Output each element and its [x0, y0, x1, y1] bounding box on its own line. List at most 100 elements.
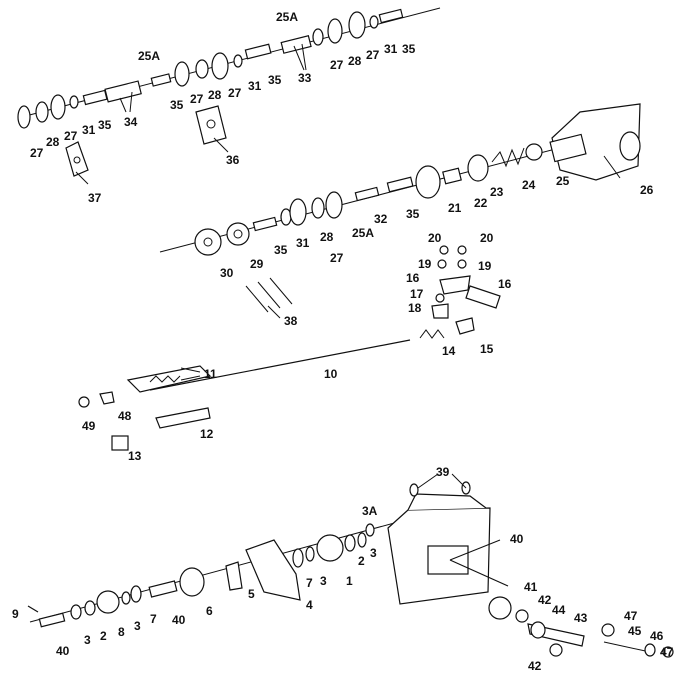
label-31: 31 — [384, 42, 398, 56]
bushing-2-b — [344, 534, 356, 552]
gear-1 — [316, 534, 344, 562]
bracket-37 — [65, 141, 89, 177]
label-47: 47 — [660, 645, 674, 659]
washer-47-b — [662, 646, 674, 658]
tube-34 — [104, 80, 142, 103]
collar-31-left — [69, 95, 79, 109]
label-42: 42 — [528, 659, 542, 673]
part-labels: 25A 35 31 27 28 27 33 35 31 27 28 27 25A… — [12, 10, 674, 673]
spacer-35-lower — [252, 216, 278, 232]
label-10: 10 — [324, 367, 338, 381]
label-27: 27 — [228, 86, 242, 100]
bolt-39-left — [409, 483, 419, 497]
shaft-40-mid — [148, 580, 178, 598]
label-31: 31 — [248, 79, 262, 93]
washer-3-b — [121, 591, 131, 605]
label-7: 7 — [306, 576, 313, 590]
pin-9 — [27, 605, 39, 613]
upper-shaft-assembly — [17, 7, 441, 177]
label-27: 27 — [330, 251, 344, 265]
label-17: 17 — [410, 287, 424, 301]
label-24: 24 — [522, 178, 536, 192]
plate-13 — [111, 435, 129, 451]
label-4: 4 — [306, 598, 313, 612]
collar-31-mid — [233, 54, 243, 68]
sprocket-8 — [96, 590, 120, 614]
label-32: 32 — [374, 212, 388, 226]
label-38: 38 — [284, 314, 298, 328]
label-2: 2 — [358, 554, 365, 568]
pin-17 — [435, 293, 445, 303]
label-30: 30 — [220, 266, 234, 280]
bolt-45 — [603, 641, 651, 653]
washer-47-a — [601, 623, 615, 637]
collar-44 — [530, 621, 546, 639]
label-35: 35 — [268, 73, 282, 87]
sprocket-29 — [226, 222, 250, 246]
bracket-36 — [195, 105, 227, 145]
label-21: 21 — [448, 201, 462, 215]
label-19: 19 — [478, 259, 492, 273]
label-27: 27 — [64, 129, 78, 143]
ring-7-b — [130, 585, 142, 603]
label-27: 27 — [330, 58, 344, 72]
label-26: 26 — [640, 183, 654, 197]
label-3: 3 — [134, 619, 141, 633]
label-27: 27 — [30, 146, 44, 160]
bracket-11 — [126, 365, 212, 393]
label-3A: 3A — [362, 504, 378, 518]
ring-7-a — [292, 548, 304, 568]
bracket-12 — [155, 407, 211, 429]
flange-27-lower — [325, 191, 343, 219]
label-3: 3 — [320, 574, 327, 588]
arm-16-right — [465, 285, 501, 309]
label-25A: 25A — [138, 49, 160, 63]
label-36: 36 — [226, 153, 240, 167]
label-16: 16 — [498, 277, 512, 291]
plate-5 — [225, 561, 243, 591]
output-shaft — [449, 559, 509, 587]
spacer-35-right — [378, 8, 404, 24]
nut-19-left — [437, 259, 447, 269]
spring-14 — [419, 329, 445, 339]
label-3: 3 — [84, 633, 91, 647]
label-42: 42 — [538, 593, 552, 607]
label-39: 39 — [436, 465, 450, 479]
label-47: 47 — [624, 609, 638, 623]
flange-27-upper — [327, 18, 343, 44]
label-2: 2 — [100, 629, 107, 643]
nut-46 — [644, 643, 656, 657]
label-35: 35 — [170, 98, 184, 112]
label-35: 35 — [402, 42, 416, 56]
label-43: 43 — [574, 611, 588, 625]
sprocket-30 — [194, 228, 222, 256]
spacer-35-left — [82, 89, 108, 106]
label-18: 18 — [408, 301, 422, 315]
collar-22 — [442, 167, 462, 185]
label-25: 25 — [556, 174, 570, 188]
spacer-35-gear — [386, 176, 414, 193]
bushing-2-a — [84, 600, 96, 616]
washer-28-upper — [348, 11, 366, 39]
spacer-35-mid — [150, 73, 172, 87]
leader-lines — [75, 43, 621, 561]
label-28: 28 — [208, 88, 222, 102]
spacer-32 — [354, 186, 380, 202]
label-45: 45 — [628, 624, 642, 638]
label-28: 28 — [320, 230, 334, 244]
shaft-40-left — [38, 612, 66, 628]
washer-28-left — [35, 101, 49, 123]
label-19: 19 — [418, 257, 432, 271]
nut-19-right — [457, 259, 467, 269]
nut-20-left — [439, 245, 449, 255]
label-1: 1 — [346, 574, 353, 588]
gearbox-assembly — [159, 103, 641, 313]
label-5: 5 — [248, 587, 255, 601]
label-41: 41 — [524, 580, 538, 594]
label-7: 7 — [150, 612, 157, 626]
label-23: 23 — [490, 185, 504, 199]
label-46: 46 — [650, 629, 664, 643]
label-29: 29 — [250, 257, 264, 271]
